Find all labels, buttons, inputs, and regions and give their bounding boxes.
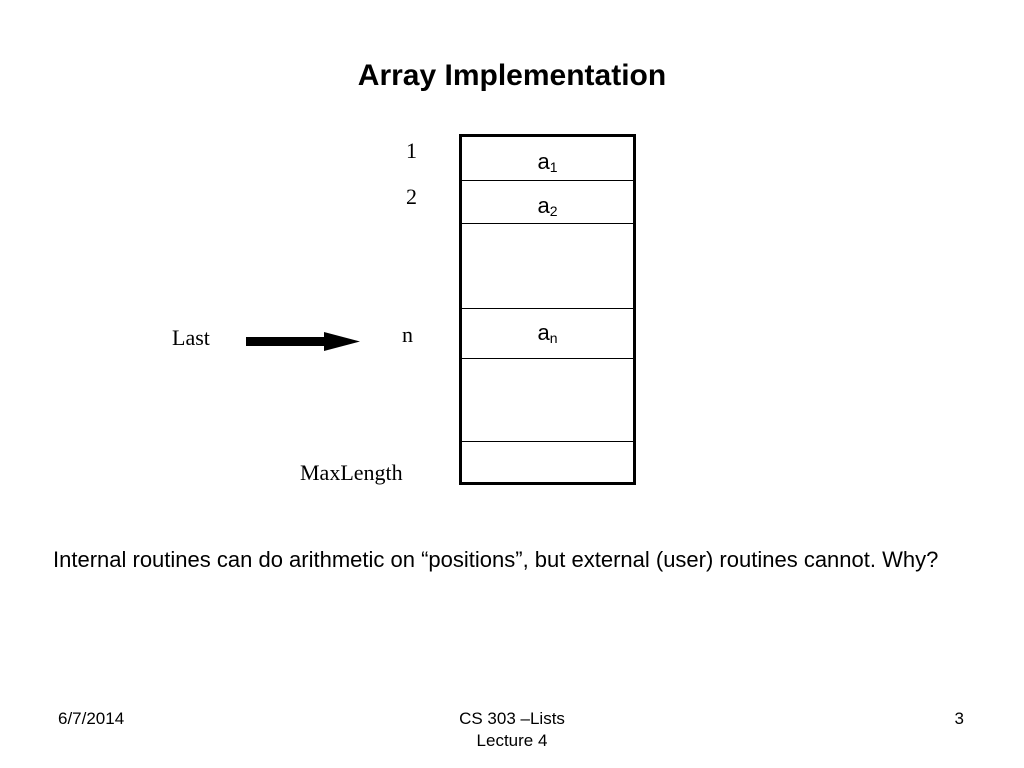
cell-subscript: n xyxy=(549,330,558,346)
arrow-shaft xyxy=(246,337,330,346)
cell-divider xyxy=(462,441,633,442)
last-pointer-label: Last xyxy=(172,325,210,350)
cell-divider xyxy=(462,223,633,224)
index-label-2: 2 xyxy=(406,184,417,209)
arrow-head xyxy=(324,332,360,351)
array-cell-a1: a1 xyxy=(462,149,633,180)
index-label-n: n xyxy=(402,322,413,347)
slide-title: Array Implementation xyxy=(357,59,667,92)
cell-base: a xyxy=(537,149,550,174)
cell-divider xyxy=(462,308,633,309)
cell-subscript: 1 xyxy=(549,159,558,175)
index-label-maxlength: MaxLength xyxy=(300,460,403,485)
footer-course: CS 303 –Lists xyxy=(459,709,565,728)
array-box: a1 a2 an xyxy=(459,134,636,485)
index-label-1: 1 xyxy=(406,138,417,163)
cell-divider xyxy=(462,358,633,359)
cell-subscript: 2 xyxy=(549,203,558,219)
pointer-arrow-icon xyxy=(246,332,360,351)
footer-course-info: CS 303 –Lists Lecture 4 xyxy=(412,708,612,752)
cell-base: a xyxy=(537,193,550,218)
array-cell-an: an xyxy=(462,320,633,351)
cell-base: a xyxy=(537,320,550,345)
footer-lecture: Lecture 4 xyxy=(476,731,548,750)
slide-body-text: Internal routines can do arithmetic on “… xyxy=(53,547,939,572)
cell-divider xyxy=(462,180,633,181)
array-cell-a2: a2 xyxy=(462,193,633,224)
footer-page-number: 3 xyxy=(954,709,964,728)
footer-date: 6/7/2014 xyxy=(58,709,125,728)
